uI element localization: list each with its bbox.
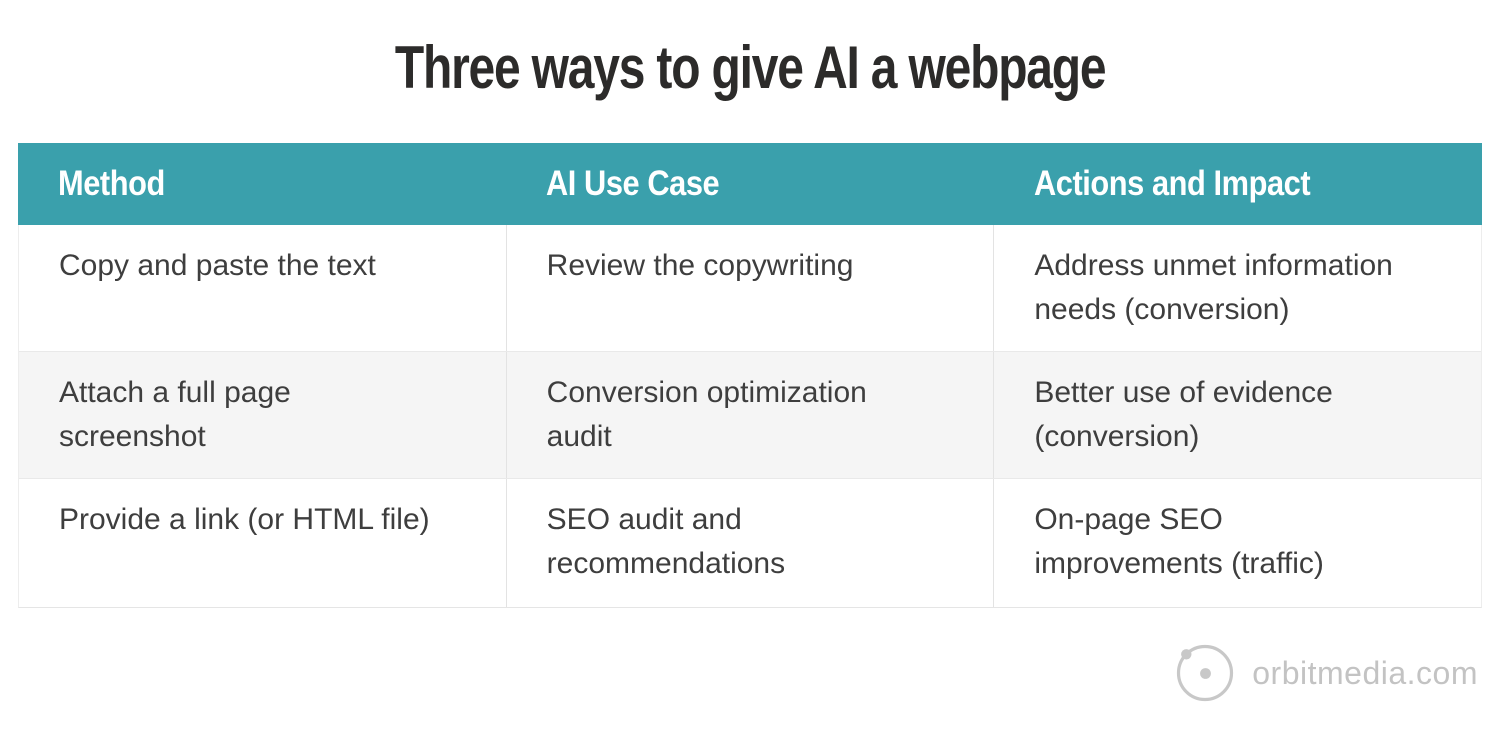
cell-method-3: Provide a link (or HTML file) bbox=[59, 503, 430, 536]
orbit-logo-icon bbox=[1170, 638, 1240, 708]
methods-table: Method AI Use Case Actions and Impact Co… bbox=[18, 143, 1482, 608]
column-header-actions-impact: Actions and Impact bbox=[994, 164, 1482, 204]
page-title: Three ways to give AI a webpage bbox=[394, 34, 1107, 101]
table-body: Copy and paste the text Review the copyw… bbox=[18, 225, 1482, 608]
column-header-actions-impact-label: Actions and Impact bbox=[1034, 164, 1311, 203]
cell-use-case-1: Review the copywriting bbox=[505, 225, 994, 351]
column-header-method: Method bbox=[18, 164, 506, 204]
brand-footer: orbitmedia.com bbox=[1170, 638, 1478, 708]
cell-use-case-2: Conversion optimization audit bbox=[505, 352, 994, 478]
cell-use-case-3: SEO audit and recommendations bbox=[505, 479, 994, 607]
cell-impact-2: Better use of evidence (conversion) bbox=[993, 352, 1481, 478]
column-header-ai-use-case: AI Use Case bbox=[506, 164, 994, 204]
column-header-method-label: Method bbox=[58, 164, 165, 203]
cell-method-2: Attach a full page screenshot bbox=[59, 376, 291, 453]
cell-method-1: Copy and paste the text bbox=[59, 249, 376, 282]
table-row-copy-paste: Copy and paste the text Review the copyw… bbox=[19, 225, 1481, 351]
table-row-link-html: Provide a link (or HTML file) SEO audit … bbox=[19, 479, 1481, 607]
cell-impact-1: Address unmet information needs (convers… bbox=[993, 225, 1481, 351]
table-header-row: Method AI Use Case Actions and Impact bbox=[18, 143, 1482, 225]
cell-impact-3: On-page SEO improvements (traffic) bbox=[993, 479, 1481, 607]
table-row-screenshot: Attach a full page screenshot Conversion… bbox=[19, 351, 1481, 479]
column-header-ai-use-case-label: AI Use Case bbox=[546, 164, 720, 203]
brand-domain-label: orbitmedia.com bbox=[1252, 654, 1478, 691]
title-bar: Three ways to give AI a webpage bbox=[0, 0, 1500, 102]
